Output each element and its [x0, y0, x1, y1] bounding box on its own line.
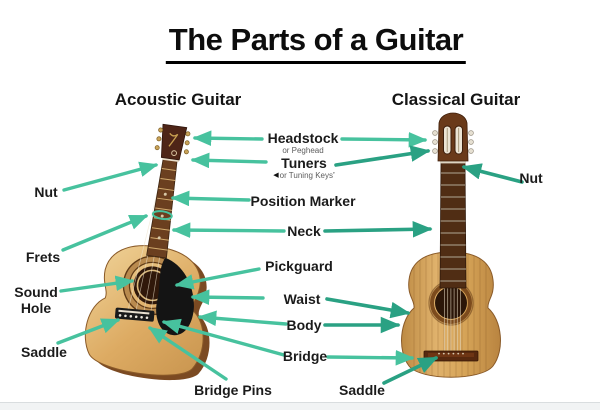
sound-hole-line1: Sound	[14, 283, 58, 300]
acoustic-guitar-illustration	[84, 123, 210, 381]
classical-frets	[440, 172, 466, 282]
arrow-tuners-classical	[334, 145, 431, 167]
headstock-label-text: Headstock	[267, 130, 339, 146]
arrow-body-acoustic	[197, 310, 288, 327]
callout-arrows-light	[56, 130, 428, 381]
classical-bridge-dots	[438, 352, 464, 355]
arrow-position-marker	[170, 190, 251, 207]
arrow-waist-acoustic	[190, 289, 265, 306]
acoustic-bridge	[114, 307, 155, 322]
classical-tuners	[432, 130, 474, 154]
acoustic-bridge-pins	[118, 314, 149, 320]
label-frets: Frets	[25, 248, 61, 265]
image-bottom-edge	[0, 402, 600, 410]
arrow-saddle-classical	[382, 356, 439, 385]
tuners-alt-tick: ’	[332, 171, 335, 180]
acoustic-position-markers	[157, 192, 167, 240]
label-pickguard: Pickguard	[265, 257, 333, 274]
tuners-alt-label: or Tuning Keys	[279, 171, 333, 180]
classical-nut	[440, 160, 466, 164]
label-bridge: Bridge	[282, 347, 328, 364]
arrow-saddle-acoustic	[56, 318, 121, 345]
label-body: Body	[286, 316, 322, 333]
callout-arrows-dark	[323, 145, 524, 385]
acoustic-saddle-strip	[118, 309, 150, 315]
arrow-waist-classical	[325, 297, 411, 319]
arrow-neck-classical	[323, 221, 433, 238]
label-nut-classical: Nut	[519, 169, 543, 186]
label-saddle-classical: Saddle	[339, 381, 385, 398]
classical-headstock	[437, 112, 469, 162]
classical-headstock-slots	[443, 125, 463, 155]
headstock-detail	[171, 150, 177, 157]
arrow-headstock-classical	[340, 131, 428, 148]
classical-tie-block	[428, 353, 474, 357]
label-tuners: Tuners ◀or Tuning Keys’	[273, 156, 335, 180]
label-nut-acoustic: Nut	[34, 183, 58, 200]
page-title-text: The Parts of a Guitar	[165, 22, 467, 64]
acoustic-neck	[146, 158, 178, 259]
headstock-emblem	[168, 132, 179, 147]
arrow-bridge-pins	[148, 326, 228, 381]
arrow-frets	[61, 214, 149, 252]
label-position-marker: Position Marker	[250, 192, 356, 209]
headstock-alt-text: or Peghead	[282, 146, 324, 155]
acoustic-tuners	[154, 127, 191, 155]
label-waist: Waist	[283, 290, 321, 307]
tuners-label-text: Tuners	[281, 155, 327, 171]
play-triangle-icon: ◀	[273, 172, 279, 179]
arrow-neck-acoustic	[171, 222, 286, 238]
page-title: The Parts of a Guitar	[165, 22, 467, 64]
label-saddle-acoustic: Saddle	[21, 343, 67, 360]
arrow-sound-hole	[59, 275, 135, 293]
frets-highlight-ring	[151, 210, 173, 221]
arrow-bridge-classical	[326, 349, 415, 366]
arrow-pickguard	[174, 267, 261, 290]
arrow-nut-acoustic	[62, 161, 159, 192]
label-bridge-pins: Bridge Pins	[194, 381, 272, 398]
arrow-nut-classical	[461, 163, 524, 184]
sound-hole-line2: Hole	[20, 300, 52, 316]
tuners-alt-text: ◀or Tuning Keys’	[273, 172, 335, 180]
classical-guitar-heading: Classical Guitar	[391, 90, 521, 109]
label-sound-hole: Sound Hole	[14, 284, 58, 316]
label-headstock: Headstock or Peghead	[268, 131, 339, 155]
acoustic-headstock	[160, 123, 188, 161]
arrow-tuners-acoustic	[190, 152, 268, 169]
acoustic-guitar-heading: Acoustic Guitar	[114, 90, 242, 109]
label-neck: Neck	[287, 222, 321, 239]
arrow-headstock-acoustic	[192, 130, 264, 147]
arrow-bridge-acoustic	[161, 318, 286, 357]
